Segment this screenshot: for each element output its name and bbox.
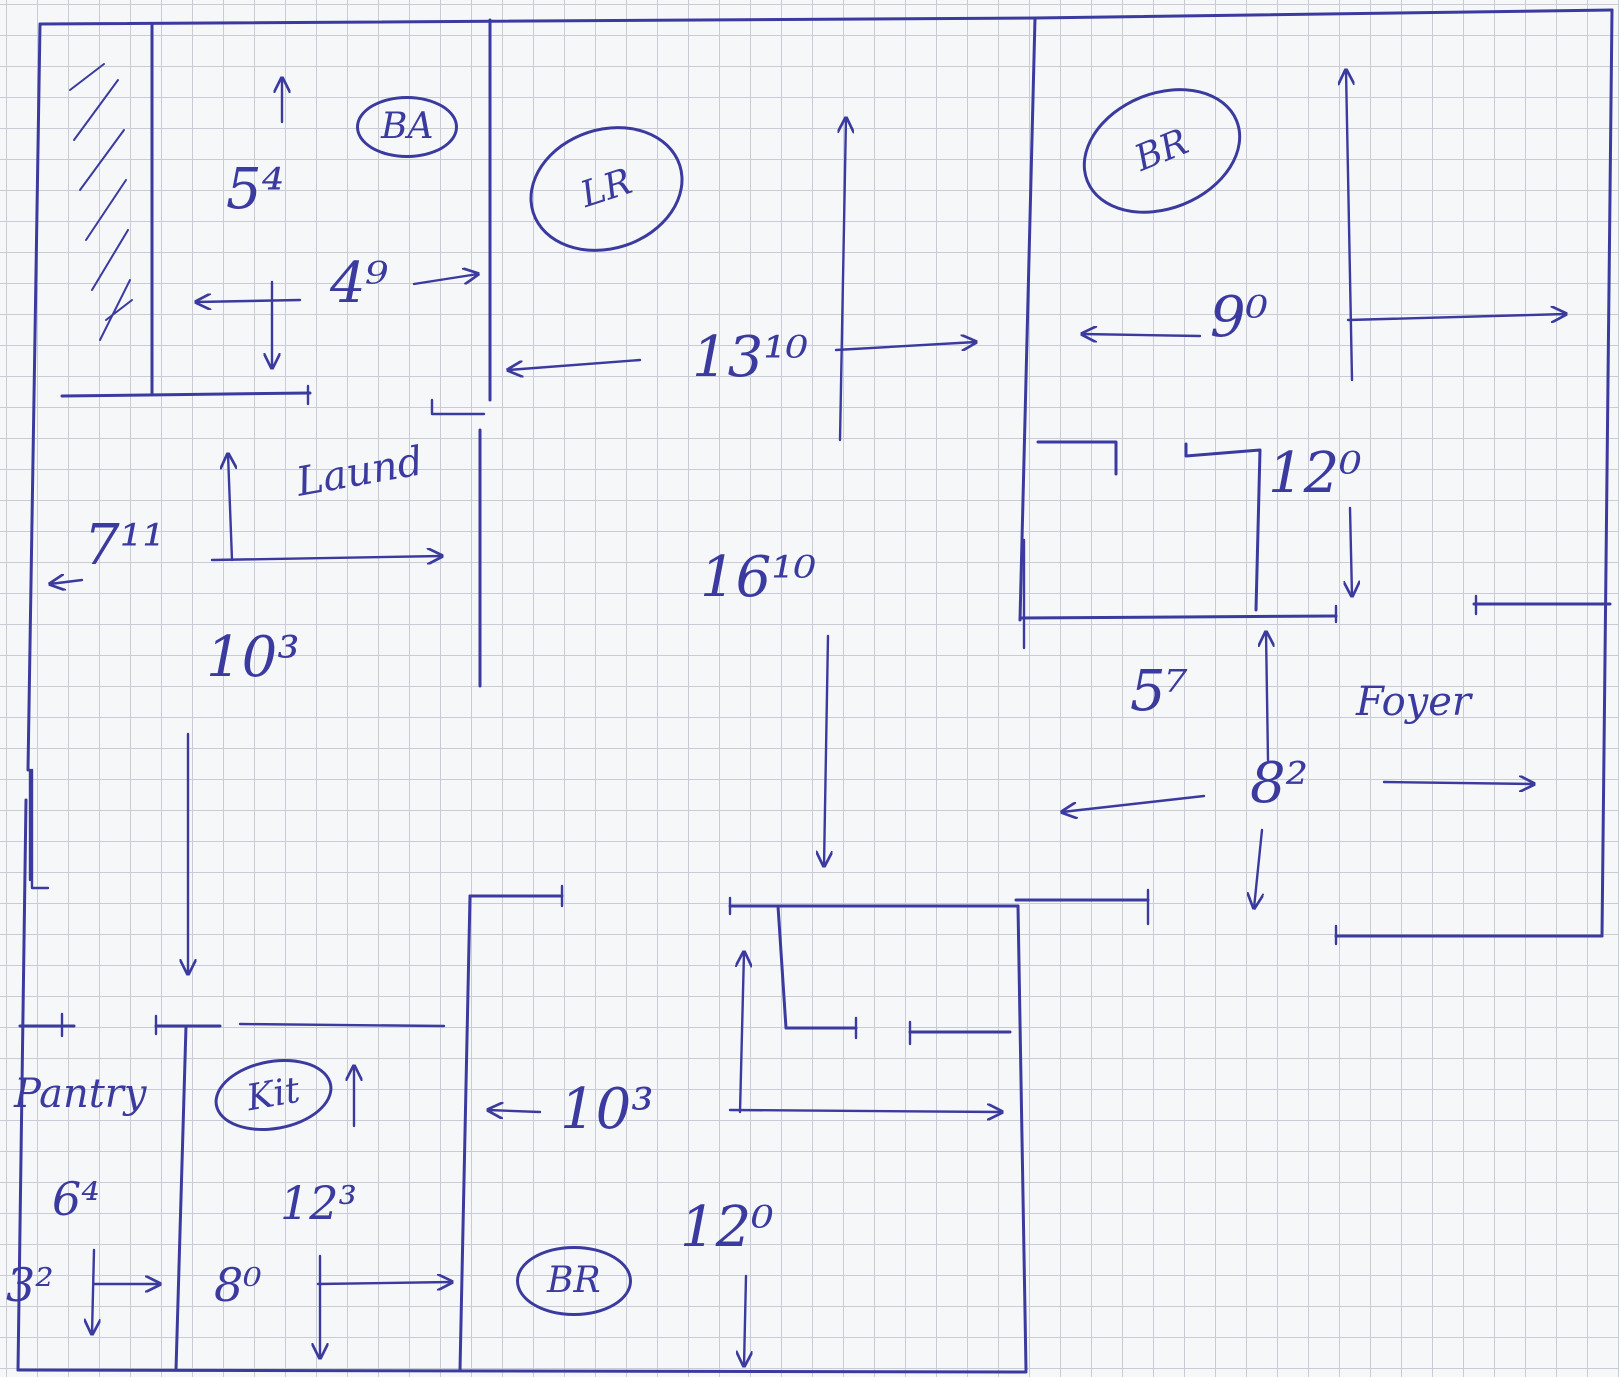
dim-laundry-width: 7¹¹ (84, 513, 165, 578)
foyer-right-wall (1600, 8, 1614, 938)
bottom-wall (16, 1368, 1028, 1374)
kitchen-right-arrow (316, 1282, 452, 1284)
bedroom-bottom-right-arrow (728, 1110, 1002, 1112)
bedroom-bottom-left-arrow (488, 1110, 542, 1112)
room-label-bath: BA (356, 96, 459, 158)
dim-bedroom-top-depth: 12⁰ (1268, 441, 1362, 506)
dim-living-width: 13¹⁰ (692, 325, 809, 390)
pantry-down-arrow (92, 1248, 94, 1334)
foyer-right-arrow (1382, 782, 1534, 784)
laundry-left-arrow (50, 580, 84, 584)
bath-width-arrow-left (196, 300, 302, 302)
closet-br-a (1036, 440, 1118, 476)
kitchen-top-wall-b (238, 1022, 446, 1028)
closet-hatching (69, 63, 133, 341)
outer-wall-left (26, 22, 42, 772)
bedroom-bottom-up-arrow (740, 952, 744, 1114)
dim-kitchen-depth: 12³ (280, 1176, 357, 1230)
laundry-door-jamb (430, 398, 486, 416)
dim-pantry-width: 3² (6, 1258, 54, 1312)
walls (16, 8, 1614, 1374)
living-right-wall (1018, 16, 1037, 622)
hall-closet (776, 904, 858, 1030)
bedroom-top-right-arrow (1346, 314, 1566, 320)
door-marker-left (30, 768, 50, 890)
living-right-arrow (834, 342, 976, 350)
living-up-arrow (840, 118, 846, 442)
bedroom-bottom-right-wall (1016, 904, 1028, 1372)
laundry-right-arrow (210, 556, 442, 560)
bedroom-top-down-arrow (1350, 506, 1352, 596)
closet-br-b (1184, 442, 1262, 612)
bath-bottom-wall (60, 391, 312, 398)
room-label-foyer: Foyer (1356, 679, 1472, 725)
bath-width-arrow-right (412, 274, 478, 286)
bedroom-top-bottom-wall (1018, 614, 1338, 620)
outer-wall-top (38, 8, 1614, 26)
bedroom-top-left-arrow (1082, 334, 1202, 336)
room-label-bedroom-bottom: BR (516, 1246, 632, 1316)
room-label-pantry: Pantry (14, 1071, 147, 1117)
dimension-arrows (50, 70, 1566, 1366)
dim-living-depth: 16¹⁰ (700, 545, 817, 610)
dim-kitchen-width: 8⁰ (214, 1258, 262, 1312)
bedroom-bottom-left-wall (458, 894, 472, 1372)
dim-pantry-depth: 6⁴ (52, 1172, 100, 1226)
pantry-right-wall (174, 1024, 188, 1372)
foyer-vertical-arrow-down (1254, 828, 1262, 908)
dim-foyer-width: 8² (1250, 751, 1309, 816)
laundry-up-arrow (228, 454, 232, 562)
bedroom-bottom-down-arrow (744, 1274, 746, 1366)
dim-foyer-depth: 5⁷ (1130, 659, 1189, 724)
dim-bath-width: 4⁹ (330, 251, 389, 316)
living-left-arrow (508, 358, 642, 370)
dim-bedroom-top-width: 9⁰ (1210, 285, 1269, 350)
outer-wall-left-lower (16, 798, 28, 1372)
dim-bedroom-bottom-width: 10³ (560, 1077, 654, 1142)
dim-bath-depth: 5⁴ (226, 157, 285, 222)
bedroom-top-up-arrow (1346, 70, 1352, 382)
dim-laundry-depth: 10³ (206, 625, 300, 690)
foyer-left-arrow (1062, 794, 1206, 812)
dim-bedroom-bottom-depth: 12⁰ (680, 1195, 774, 1260)
foyer-vertical-arrow (1266, 632, 1268, 762)
living-down-arrow (824, 634, 828, 866)
